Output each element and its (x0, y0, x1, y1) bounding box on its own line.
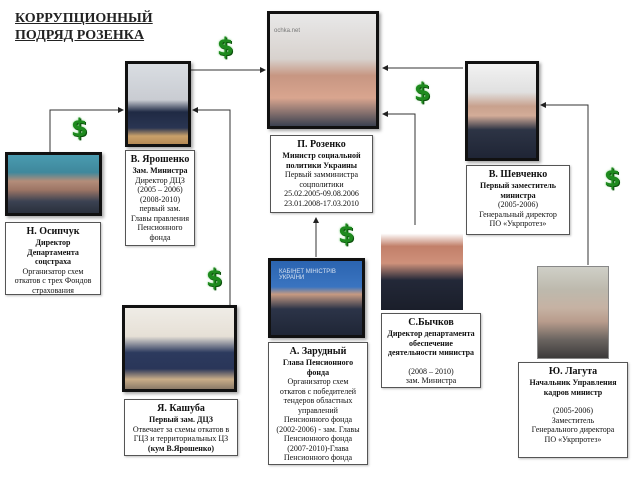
person-detail: Отвечает за схемы откатов в (132, 424, 230, 434)
money-icon: $ (338, 220, 355, 248)
card-yaroshenko: В. Ярошенко Зам. Министра Директор ДЦЗ (… (125, 150, 195, 246)
photo-rozenko: ochka.net (267, 11, 379, 129)
person-role: фонда (306, 367, 330, 377)
money-icon: $ (414, 78, 431, 106)
person-role: деятельности министра (387, 348, 475, 357)
person-detail: Директор ДЦЗ (135, 175, 185, 185)
person-detail: ПО «Укрпротез» (489, 219, 547, 228)
person-detail: ПО «Укрпротез» (544, 434, 602, 444)
person-name: В. Шевченко (488, 169, 548, 180)
photo-laguta (537, 266, 609, 359)
person-role: политики Украины (285, 160, 358, 170)
person-detail: фонда (149, 232, 171, 242)
person-detail: ГЦЗ и территориальных ЦЗ (133, 434, 229, 443)
person-detail: (2005-2006) (498, 200, 538, 209)
person-detail: Заместитель (551, 415, 595, 425)
person-role: Директор департамента (387, 329, 475, 338)
person-detail: Генерального директора (531, 425, 615, 434)
person-name: Я. Кашуба (157, 403, 205, 414)
person-role: Первый заместитель (480, 181, 556, 190)
card-rozenko: П. Розенко Министр социальной политики У… (270, 135, 373, 213)
person-detail: тендеров областных (283, 396, 353, 405)
person-detail: Организатор схем (287, 377, 349, 386)
person-detail: (2002-2006) - зам. Главы (276, 424, 360, 434)
photo-kashuba (122, 305, 237, 392)
person-detail: Пенсионного фонда (283, 453, 353, 462)
photo-shevchenko (465, 61, 539, 161)
person-detail: страхования (32, 285, 74, 295)
person-role: министра (500, 190, 536, 200)
title-line-2: ПОДРЯД РОЗЕНКА (15, 28, 145, 43)
person-detail: (2007-2010)-Глава (287, 443, 349, 453)
person-detail: Главы правления (130, 213, 189, 223)
person-detail: Пенсионного фонда (283, 415, 353, 424)
card-zarudny: А. Зарудный Глава Пенсионного фонда Орга… (268, 342, 368, 465)
card-shevchenko: В. Шевченко Первый заместитель министра … (466, 165, 570, 235)
person-role: Первый зам. ДЦЗ (148, 415, 213, 424)
card-osipchuk: Н. Осипчук Директор Департамента соцстра… (5, 222, 101, 295)
person-detail: Генеральный директор (479, 209, 557, 219)
money-icon: $ (604, 164, 621, 192)
person-role: Министр социальной (282, 151, 361, 160)
person-name: Ю. Лагута (548, 366, 598, 377)
person-detail: Первый замминистра (284, 170, 359, 179)
person-name: А. Зарудный (289, 346, 347, 357)
person-name: С.Бычков (408, 317, 454, 328)
money-icon: $ (206, 264, 223, 292)
person-note: (кум В.Ярошенко) (147, 443, 215, 453)
person-name: Н. Осипчук (26, 226, 80, 237)
card-bychkov: С.Бычков Директор департамента обеспечен… (381, 313, 481, 388)
person-detail (384, 358, 478, 367)
person-detail: соцполитики (299, 179, 344, 189)
person-name: В. Ярошенко (130, 154, 190, 165)
person-role: Директор (35, 238, 71, 247)
person-name: П. Розенко (297, 139, 346, 150)
person-detail: 25.02.2005-09.08.2006 (284, 189, 359, 198)
person-role: Департамента (27, 247, 79, 257)
photo-zarudny: КАБІНЕТ МІНІСТРІВ УКРАЇНИ (268, 258, 365, 338)
person-role: соцстраха (34, 257, 72, 266)
card-kashuba: Я. Кашуба Первый зам. ДЦЗ Отвечает за сх… (124, 399, 238, 456)
photo-banner-text: КАБІНЕТ МІНІСТРІВ УКРАЇНИ (279, 269, 336, 281)
person-role: Глава Пенсионного (282, 358, 354, 367)
person-role: Начальник Управления (529, 378, 617, 387)
photo-yaroshenko (125, 61, 191, 147)
diagram-title: КОРРУПЦИОННЫЙ ПОДРЯД РОЗЕНКА (15, 10, 153, 44)
person-detail: зам. Министра (405, 376, 457, 385)
person-detail: управлений (298, 405, 338, 415)
person-detail: откатов с победителей (279, 386, 357, 396)
photo-bychkov (381, 225, 463, 310)
photo-osipchuk (5, 152, 102, 216)
person-detail: Пенсионного (137, 223, 183, 232)
person-detail: (2008-2010) (140, 194, 180, 204)
person-detail: (2008 – 2010) (408, 366, 454, 376)
person-detail: (2005 – 2006) (137, 185, 183, 194)
person-detail: Организатор схем (22, 266, 84, 276)
money-icon: $ (71, 114, 88, 142)
person-detail: 23.01.2008-17.03.2010 (284, 198, 359, 208)
person-role: кадров министр (543, 387, 603, 397)
person-role: обеспечение (409, 338, 453, 348)
photo-watermark: ochka.net (274, 28, 301, 34)
person-detail: (2005-2006) (553, 406, 593, 415)
money-icon: $ (217, 33, 234, 61)
person-detail: Пенсионного фонда (283, 434, 353, 443)
person-detail (521, 397, 625, 406)
person-role: Зам. Министра (132, 166, 188, 175)
title-line-1: КОРРУПЦИОННЫЙ (15, 11, 153, 26)
person-detail: откатов с трех Фондов (14, 276, 92, 285)
card-laguta: Ю. Лагута Начальник Управления кадров ми… (518, 362, 628, 458)
person-detail: первый зам. (139, 204, 181, 213)
